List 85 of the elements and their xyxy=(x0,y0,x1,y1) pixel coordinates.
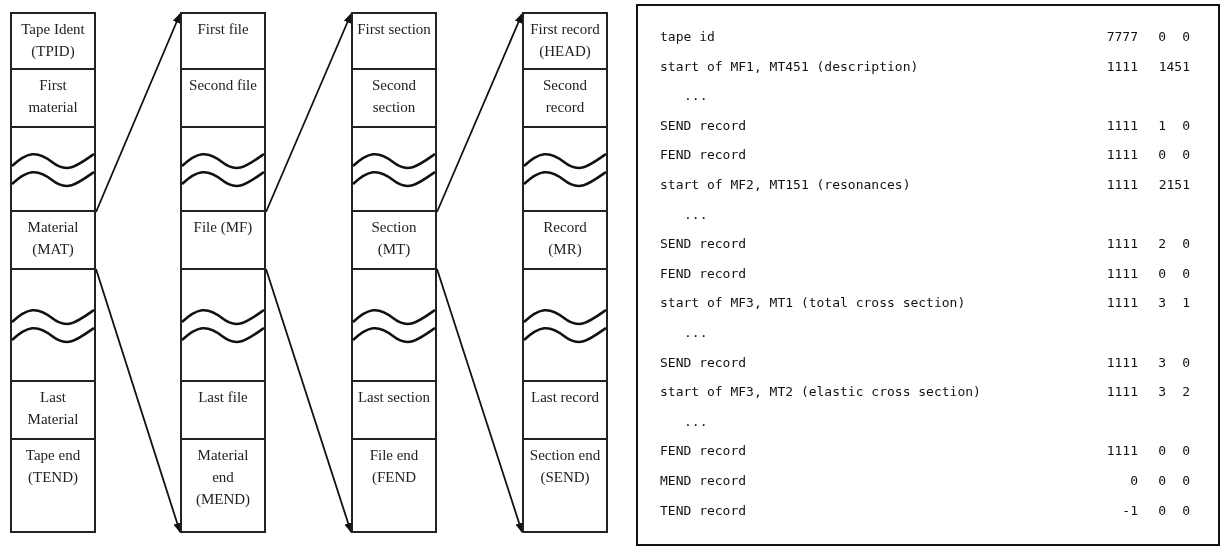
record-description: start of MF3, MT2 (elastic cross section) xyxy=(660,383,981,402)
record-description: tape id xyxy=(660,28,715,46)
record-description: start of MF3, MT1 (total cross section) xyxy=(660,294,966,313)
record-cell: File (MF) xyxy=(180,210,266,270)
value-text: 0 xyxy=(1158,472,1166,490)
value-text: 3 xyxy=(1158,383,1166,402)
value-text: -1 xyxy=(1122,501,1138,520)
value-text: 3 xyxy=(1158,353,1166,372)
record-description: FEND record xyxy=(660,146,747,165)
record-description: SEND record xyxy=(660,235,747,254)
value-text: 3 xyxy=(1158,294,1166,313)
record-description: FEND record xyxy=(660,264,747,283)
record-cell: First file xyxy=(180,12,266,70)
break-cell xyxy=(180,268,266,382)
record-cell: Second file xyxy=(180,68,266,128)
break-cell xyxy=(522,268,608,382)
value-text: 1 xyxy=(1182,294,1190,313)
record-cell: File end (FEND xyxy=(351,438,437,533)
record-cell: First section xyxy=(351,12,437,70)
value-text: 1111 xyxy=(1106,353,1138,372)
value-text: 1111 xyxy=(1106,176,1138,194)
record-cell: Last Material xyxy=(10,380,96,440)
value-text: 2 xyxy=(1158,235,1166,254)
value-text: 0 xyxy=(1182,146,1190,165)
value-text: 0 xyxy=(1158,264,1166,283)
record-cell: Last record xyxy=(522,380,608,440)
record-cell: Second section xyxy=(351,68,437,128)
value-text: 1111 xyxy=(1106,383,1138,402)
value-text: 7777 xyxy=(1106,28,1138,46)
value-text: 1451 xyxy=(1158,57,1190,76)
ellipsis-text: ... xyxy=(684,205,708,224)
record-description: SEND record xyxy=(660,353,747,372)
value-text: 1111 xyxy=(1106,442,1138,461)
break-cell xyxy=(522,126,608,212)
value-text: 1111 xyxy=(1106,294,1138,313)
record-cell: First record (HEAD) xyxy=(522,12,608,70)
value-text: 0 xyxy=(1182,116,1190,135)
arrow xyxy=(95,13,181,213)
record-description: SEND record xyxy=(660,116,747,135)
value-text: 1111 xyxy=(1106,116,1138,135)
value-text: 1111 xyxy=(1106,57,1138,76)
ellipsis-text: ... xyxy=(684,87,708,106)
record-description: MEND record xyxy=(660,472,747,490)
record-description: start of MF2, MT151 (resonances) xyxy=(660,176,911,194)
value-text: 0 xyxy=(1182,442,1190,461)
record-cell: First material xyxy=(10,68,96,128)
value-text: 0 xyxy=(1158,442,1166,461)
break-cell xyxy=(180,126,266,212)
record-cell: Tape end (TEND) xyxy=(10,438,96,533)
value-text: 1111 xyxy=(1106,264,1138,283)
record-description: start of MF1, MT451 (description) xyxy=(660,57,919,76)
break-cell xyxy=(10,268,96,382)
ellipsis-text: ... xyxy=(684,324,708,342)
record-cell: Material end (MEND) xyxy=(180,438,266,533)
record-description: TEND record xyxy=(660,501,747,520)
value-text: 0 xyxy=(1158,146,1166,165)
break-cell xyxy=(351,268,437,382)
value-text: 1111 xyxy=(1106,235,1138,254)
value-text: 1111 xyxy=(1106,146,1138,165)
value-text: 1 xyxy=(1158,116,1166,135)
record-cell: Last file xyxy=(180,380,266,440)
value-text: 0 xyxy=(1158,28,1166,46)
ellipsis-text: ... xyxy=(684,412,708,431)
value-text: 2151 xyxy=(1158,176,1190,194)
record-cell: Last section xyxy=(351,380,437,440)
value-text: 0 xyxy=(1182,264,1190,283)
record-cell: Material (MAT) xyxy=(10,210,96,270)
break-cell xyxy=(10,126,96,212)
value-text: 0 xyxy=(1182,501,1190,520)
value-text: 0 xyxy=(1158,501,1166,520)
arrow xyxy=(265,13,352,213)
value-text: 0 xyxy=(1182,353,1190,372)
value-text: 2 xyxy=(1182,383,1190,402)
value-text: 0 xyxy=(1182,28,1190,46)
record-cell: Second record xyxy=(522,68,608,128)
record-cell: Tape Ident (TPID) xyxy=(10,12,96,70)
value-text: 0 xyxy=(1182,472,1190,490)
record-cell: Record (MR) xyxy=(522,210,608,270)
record-description: FEND record xyxy=(660,442,747,461)
record-cell: Section (MT) xyxy=(351,210,437,270)
value-text: 0 xyxy=(1182,235,1190,254)
value-text: 0 xyxy=(1130,472,1138,490)
arrow xyxy=(436,13,523,213)
record-cell: Section end (SEND) xyxy=(522,438,608,533)
break-cell xyxy=(351,126,437,212)
